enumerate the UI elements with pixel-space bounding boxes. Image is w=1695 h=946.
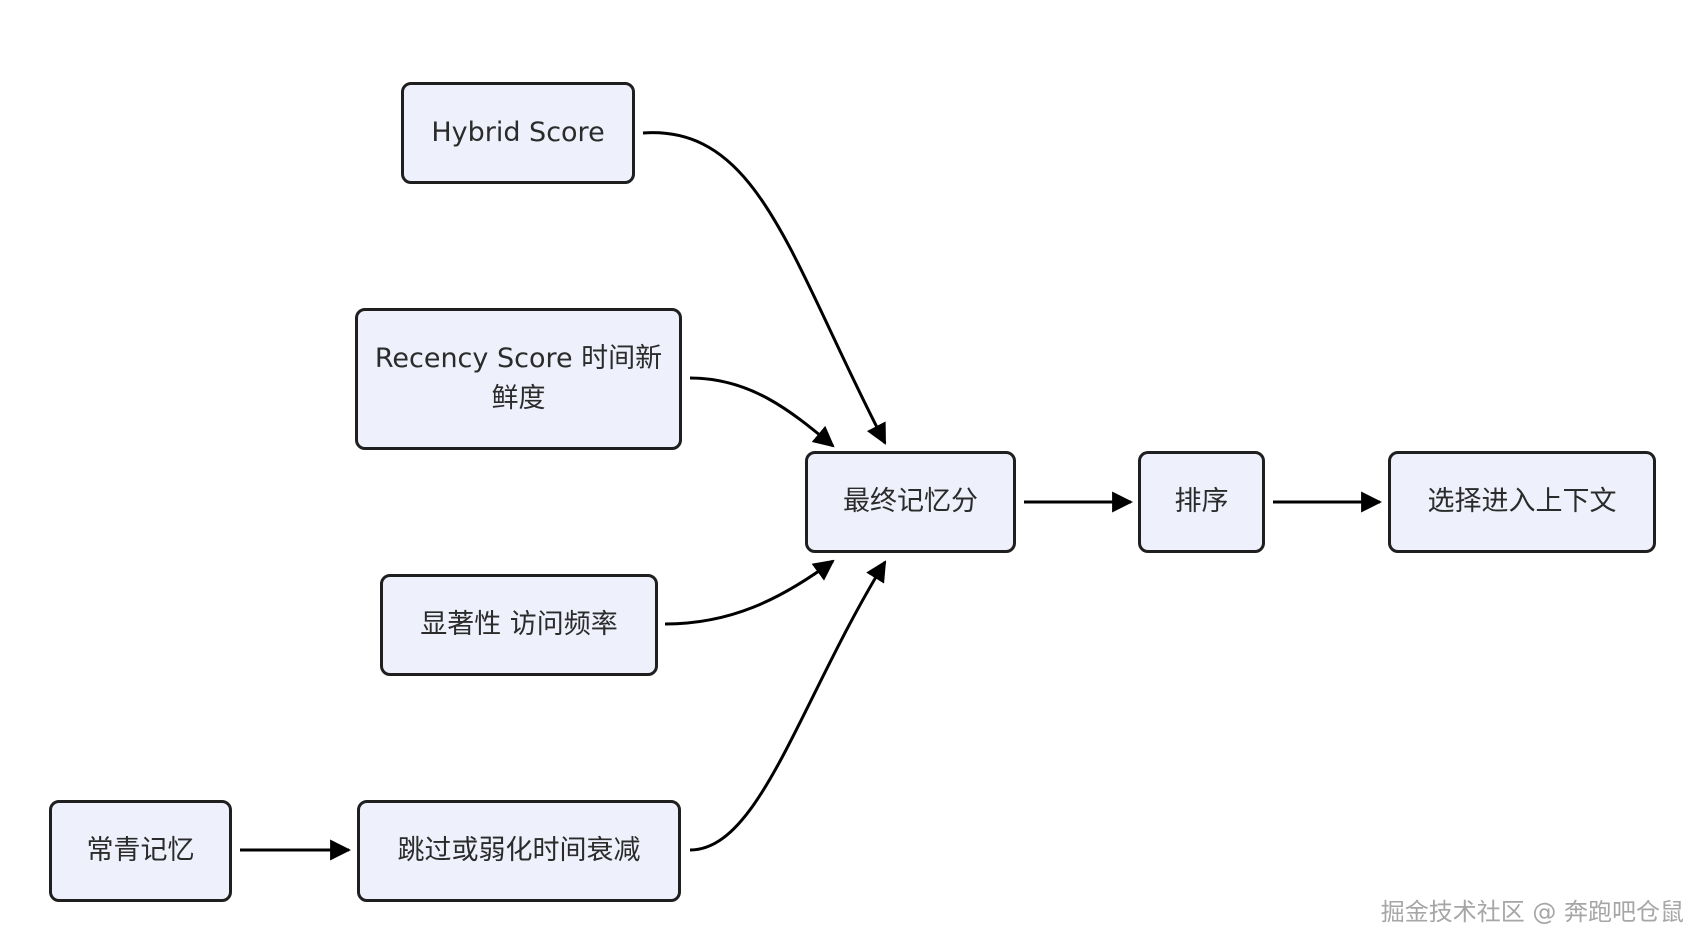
node-recency-score-label: Recency Score 时间新鲜度: [374, 343, 663, 414]
node-salience: 显著性 访问频率: [380, 574, 658, 676]
node-skip-decay-label: 跳过或弱化时间衰减: [397, 835, 641, 866]
watermark: 掘金技术社区 @ 奔跑吧仓鼠: [1380, 898, 1684, 926]
node-select-context-label: 选择进入上下文: [1427, 486, 1617, 517]
edge-salience-to-final: [664, 559, 835, 626]
node-skip-decay: 跳过或弱化时间衰减: [357, 800, 681, 902]
node-final-score-label: 最终记忆分: [843, 486, 978, 517]
edge-hybrid-to-final: [642, 131, 887, 445]
node-sort-label: 排序: [1174, 486, 1229, 517]
node-select-context: 选择进入上下文: [1388, 451, 1656, 553]
node-salience-label: 显著性 访问频率: [420, 609, 618, 640]
edge-recency-to-final: [689, 376, 835, 448]
node-sort: 排序: [1138, 451, 1265, 553]
node-evergreen: 常青记忆: [49, 800, 232, 902]
node-recency-score: Recency Score 时间新鲜度: [355, 308, 682, 450]
node-hybrid-score: Hybrid Score: [401, 82, 635, 184]
node-final-score: 最终记忆分: [805, 451, 1016, 553]
node-evergreen-label: 常青记忆: [86, 835, 195, 866]
edge-skip-to-final: [689, 560, 887, 852]
node-hybrid-score-label: Hybrid Score: [431, 117, 605, 148]
